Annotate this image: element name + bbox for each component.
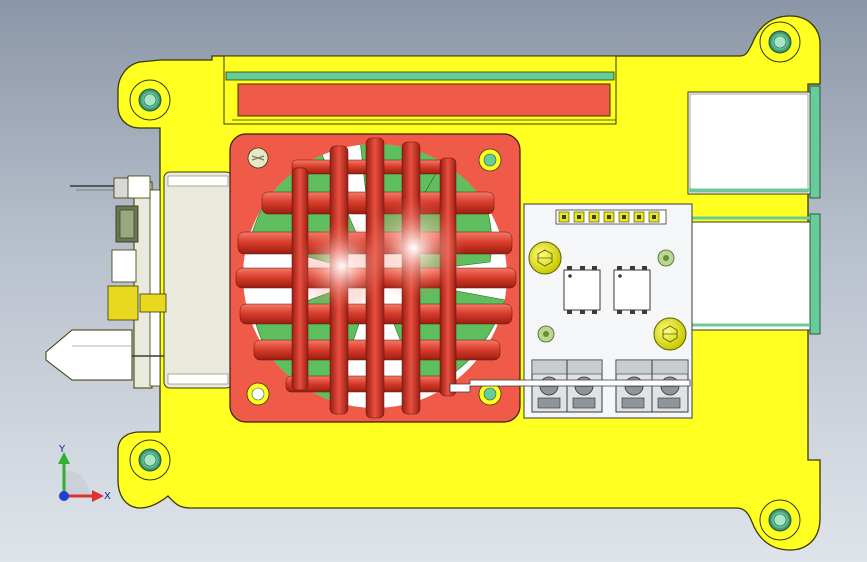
side-standoff-lower[interactable]: [107, 285, 167, 321]
pcb-standoff-left[interactable]: [537, 325, 555, 343]
mounting-hole-top-right[interactable]: [759, 21, 801, 63]
fan-assembly[interactable]: [229, 133, 521, 423]
connector-block-lower[interactable]: [691, 213, 821, 335]
fan-screw-top-left[interactable]: [247, 147, 269, 169]
top-rail-slot[interactable]: [237, 83, 611, 117]
pcb-screw-lower[interactable]: [653, 317, 687, 351]
side-standoff-upper[interactable]: [115, 205, 139, 243]
pcb-standoff-right[interactable]: [657, 249, 675, 267]
fan-screw-bottom-left[interactable]: [246, 382, 270, 406]
triad-z-axis: [59, 491, 69, 501]
mounting-hole-bottom-left[interactable]: [129, 439, 171, 481]
top-rail-strip: [225, 71, 615, 81]
ic-chip-left[interactable]: [563, 266, 601, 314]
triad-x-label: X: [104, 491, 111, 502]
coordinate-triad-icon: Y X: [58, 444, 111, 502]
pcb-screw-upper[interactable]: [528, 241, 562, 275]
mounting-hole-top-left[interactable]: [129, 79, 171, 121]
triad-y-label: Y: [58, 444, 66, 455]
side-board[interactable]: [133, 181, 161, 389]
fan-wire[interactable]: [449, 379, 691, 393]
mounting-hole-bottom-right[interactable]: [759, 499, 801, 541]
fan-screw-bottom-right[interactable]: [478, 382, 502, 406]
fan-glow-right: [362, 196, 466, 300]
side-connector[interactable]: [111, 249, 137, 283]
cable-plug[interactable]: [45, 329, 164, 381]
ic-chip-right[interactable]: [613, 266, 651, 314]
left-bracket[interactable]: [163, 171, 233, 389]
connector-block-upper[interactable]: [687, 85, 821, 199]
probe-pin[interactable]: [70, 175, 151, 199]
pin-header[interactable]: [555, 209, 667, 225]
fan-screw-top-right[interactable]: [478, 148, 502, 172]
